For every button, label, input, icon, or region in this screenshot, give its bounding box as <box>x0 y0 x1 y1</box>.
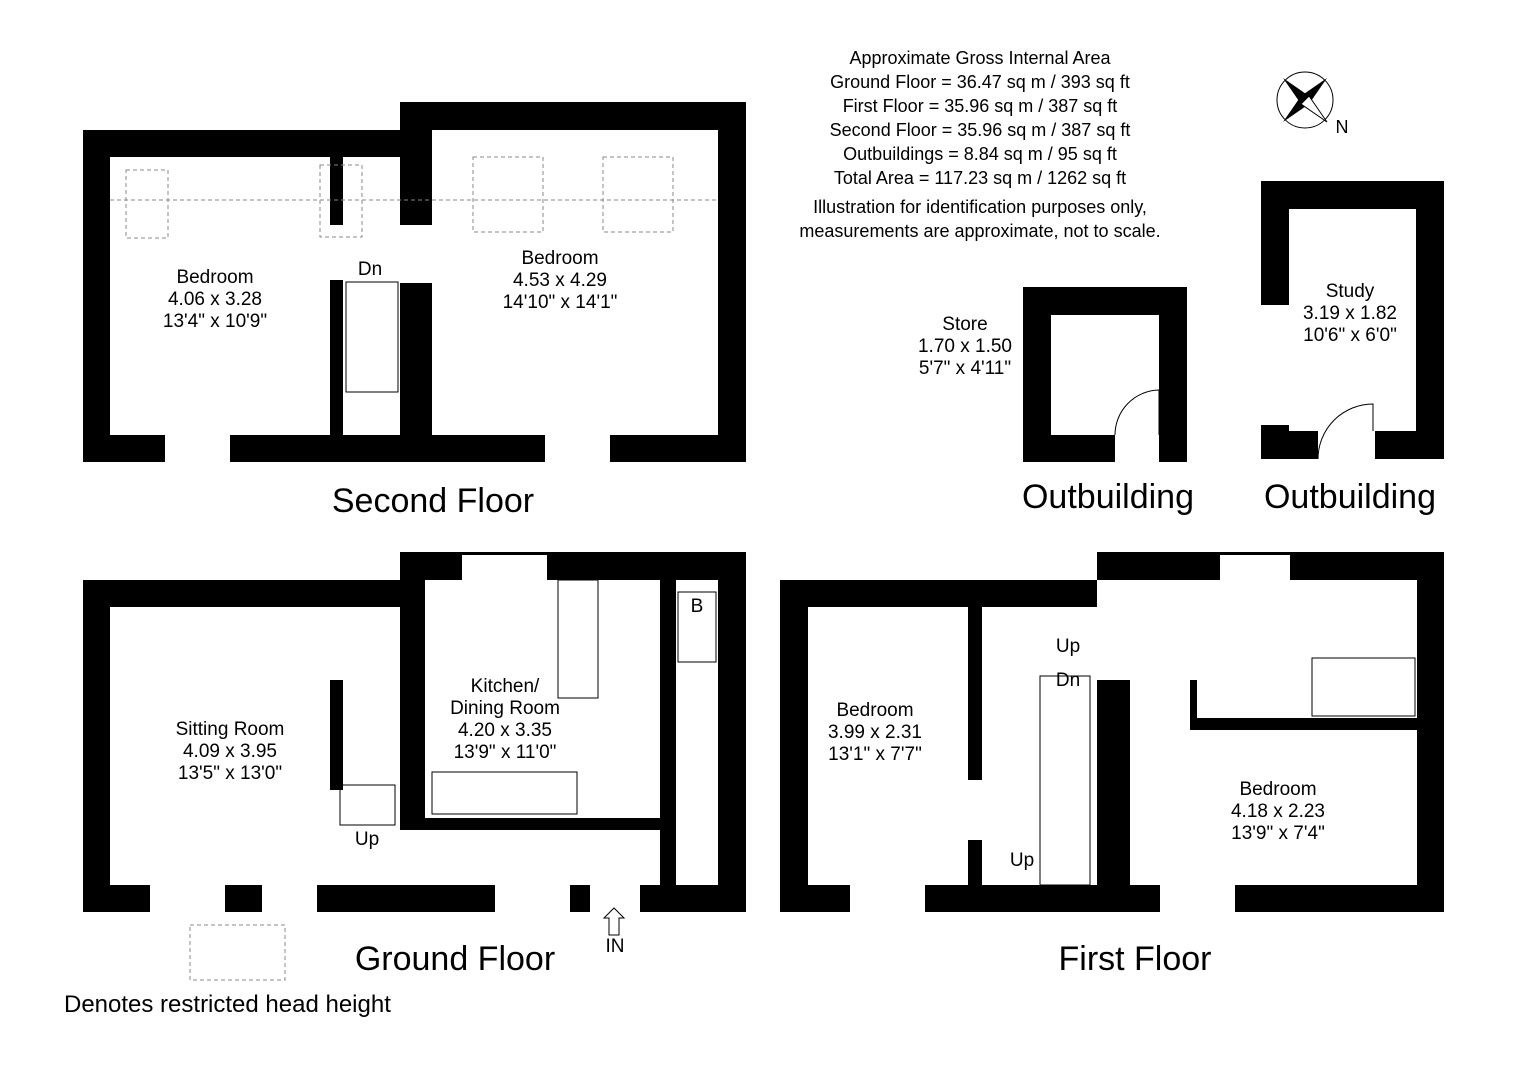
room-metric: 4.20 x 3.35 <box>458 720 552 741</box>
room-metric: 4.18 x 2.23 <box>1231 801 1325 822</box>
area-total: Total Area = 117.23 sq m / 1262 sq ft <box>834 168 1126 188</box>
restricted-head-height-swatch <box>189 924 286 981</box>
room-name: Bedroom <box>176 267 253 288</box>
legend: Denotes restricted head height <box>64 924 391 1018</box>
room-imperial: 13'5" x 13'0" <box>178 763 282 784</box>
floor-title: Ground Floor <box>355 940 555 978</box>
boiler-label: B <box>691 596 704 617</box>
disclaimer-line-1: Illustration for identification purposes… <box>813 197 1147 217</box>
room-imperial: 13'9" x 11'0" <box>454 742 557 763</box>
room-imperial: 13'4" x 10'9" <box>163 311 267 332</box>
ground-floor-plan: B Sitting Room 4.09 x 3.95 13'5" x 13'0"… <box>83 552 746 978</box>
room-metric: 4.06 x 3.28 <box>168 289 262 310</box>
area-outbuildings: Outbuildings = 8.84 sq m / 95 sq ft <box>843 144 1117 164</box>
outbuilding-title: Outbuilding <box>1264 478 1436 516</box>
second-floor-plan: Bedroom 4.06 x 3.28 13'4" x 10'9" Bedroo… <box>83 102 746 520</box>
room-name: Bedroom <box>836 700 913 721</box>
disclaimer-line-2: measurements are approximate, not to sca… <box>799 221 1160 241</box>
first-floor-plan: Bedroom 3.99 x 2.31 13'1" x 7'7" Bedroom… <box>780 552 1444 978</box>
entrance-label: IN <box>606 936 625 957</box>
legend-text: Denotes restricted head height <box>64 991 391 1018</box>
stair-down-label: Dn <box>1056 670 1080 691</box>
outbuilding-store: Store 1.70 x 1.50 5'7" x 4'11" Outbuildi… <box>918 287 1194 516</box>
compass-north-label: N <box>1336 117 1349 137</box>
room-imperial: 13'9" x 7'4" <box>1231 823 1325 844</box>
room-name: Kitchen/ <box>471 676 540 697</box>
stair-up-label-lower: Up <box>1010 850 1034 871</box>
room-metric: 3.19 x 1.82 <box>1303 303 1397 324</box>
stair-label: Up <box>355 829 379 850</box>
room-imperial: 14'10" x 14'1" <box>503 292 618 313</box>
area-first: First Floor = 35.96 sq m / 387 sq ft <box>843 96 1118 116</box>
room-name: Store <box>942 314 987 335</box>
room-imperial: 13'1" x 7'7" <box>828 744 922 765</box>
room-metric: 4.53 x 4.29 <box>513 270 607 291</box>
area-summary: Approximate Gross Internal Area Ground F… <box>799 48 1160 241</box>
outbuilding-study: Study 3.19 x 1.82 10'6" x 6'0" Outbuildi… <box>1261 181 1444 516</box>
room-name-2: Dining Room <box>450 698 560 719</box>
stair-up-label: Up <box>1056 636 1080 657</box>
area-ground: Ground Floor = 36.47 sq m / 393 sq ft <box>830 72 1130 92</box>
compass-icon: N <box>1276 71 1349 137</box>
room-name: Sitting Room <box>176 719 285 740</box>
room-name: Bedroom <box>1239 779 1316 800</box>
outbuilding-title: Outbuilding <box>1022 478 1194 516</box>
floor-title: Second Floor <box>332 482 534 520</box>
room-metric: 3.99 x 2.31 <box>828 722 922 743</box>
room-imperial: 5'7" x 4'11" <box>919 358 1011 379</box>
room-name: Study <box>1326 281 1375 302</box>
room-metric: 4.09 x 3.95 <box>183 741 277 762</box>
area-heading: Approximate Gross Internal Area <box>849 48 1111 68</box>
floor-title: First Floor <box>1059 940 1212 978</box>
room-metric: 1.70 x 1.50 <box>918 336 1012 357</box>
entrance-arrow-icon <box>602 907 626 936</box>
stair-label: Dn <box>358 259 382 280</box>
room-name: Bedroom <box>521 248 598 269</box>
area-second: Second Floor = 35.96 sq m / 387 sq ft <box>830 120 1131 140</box>
room-imperial: 10'6" x 6'0" <box>1303 325 1397 346</box>
